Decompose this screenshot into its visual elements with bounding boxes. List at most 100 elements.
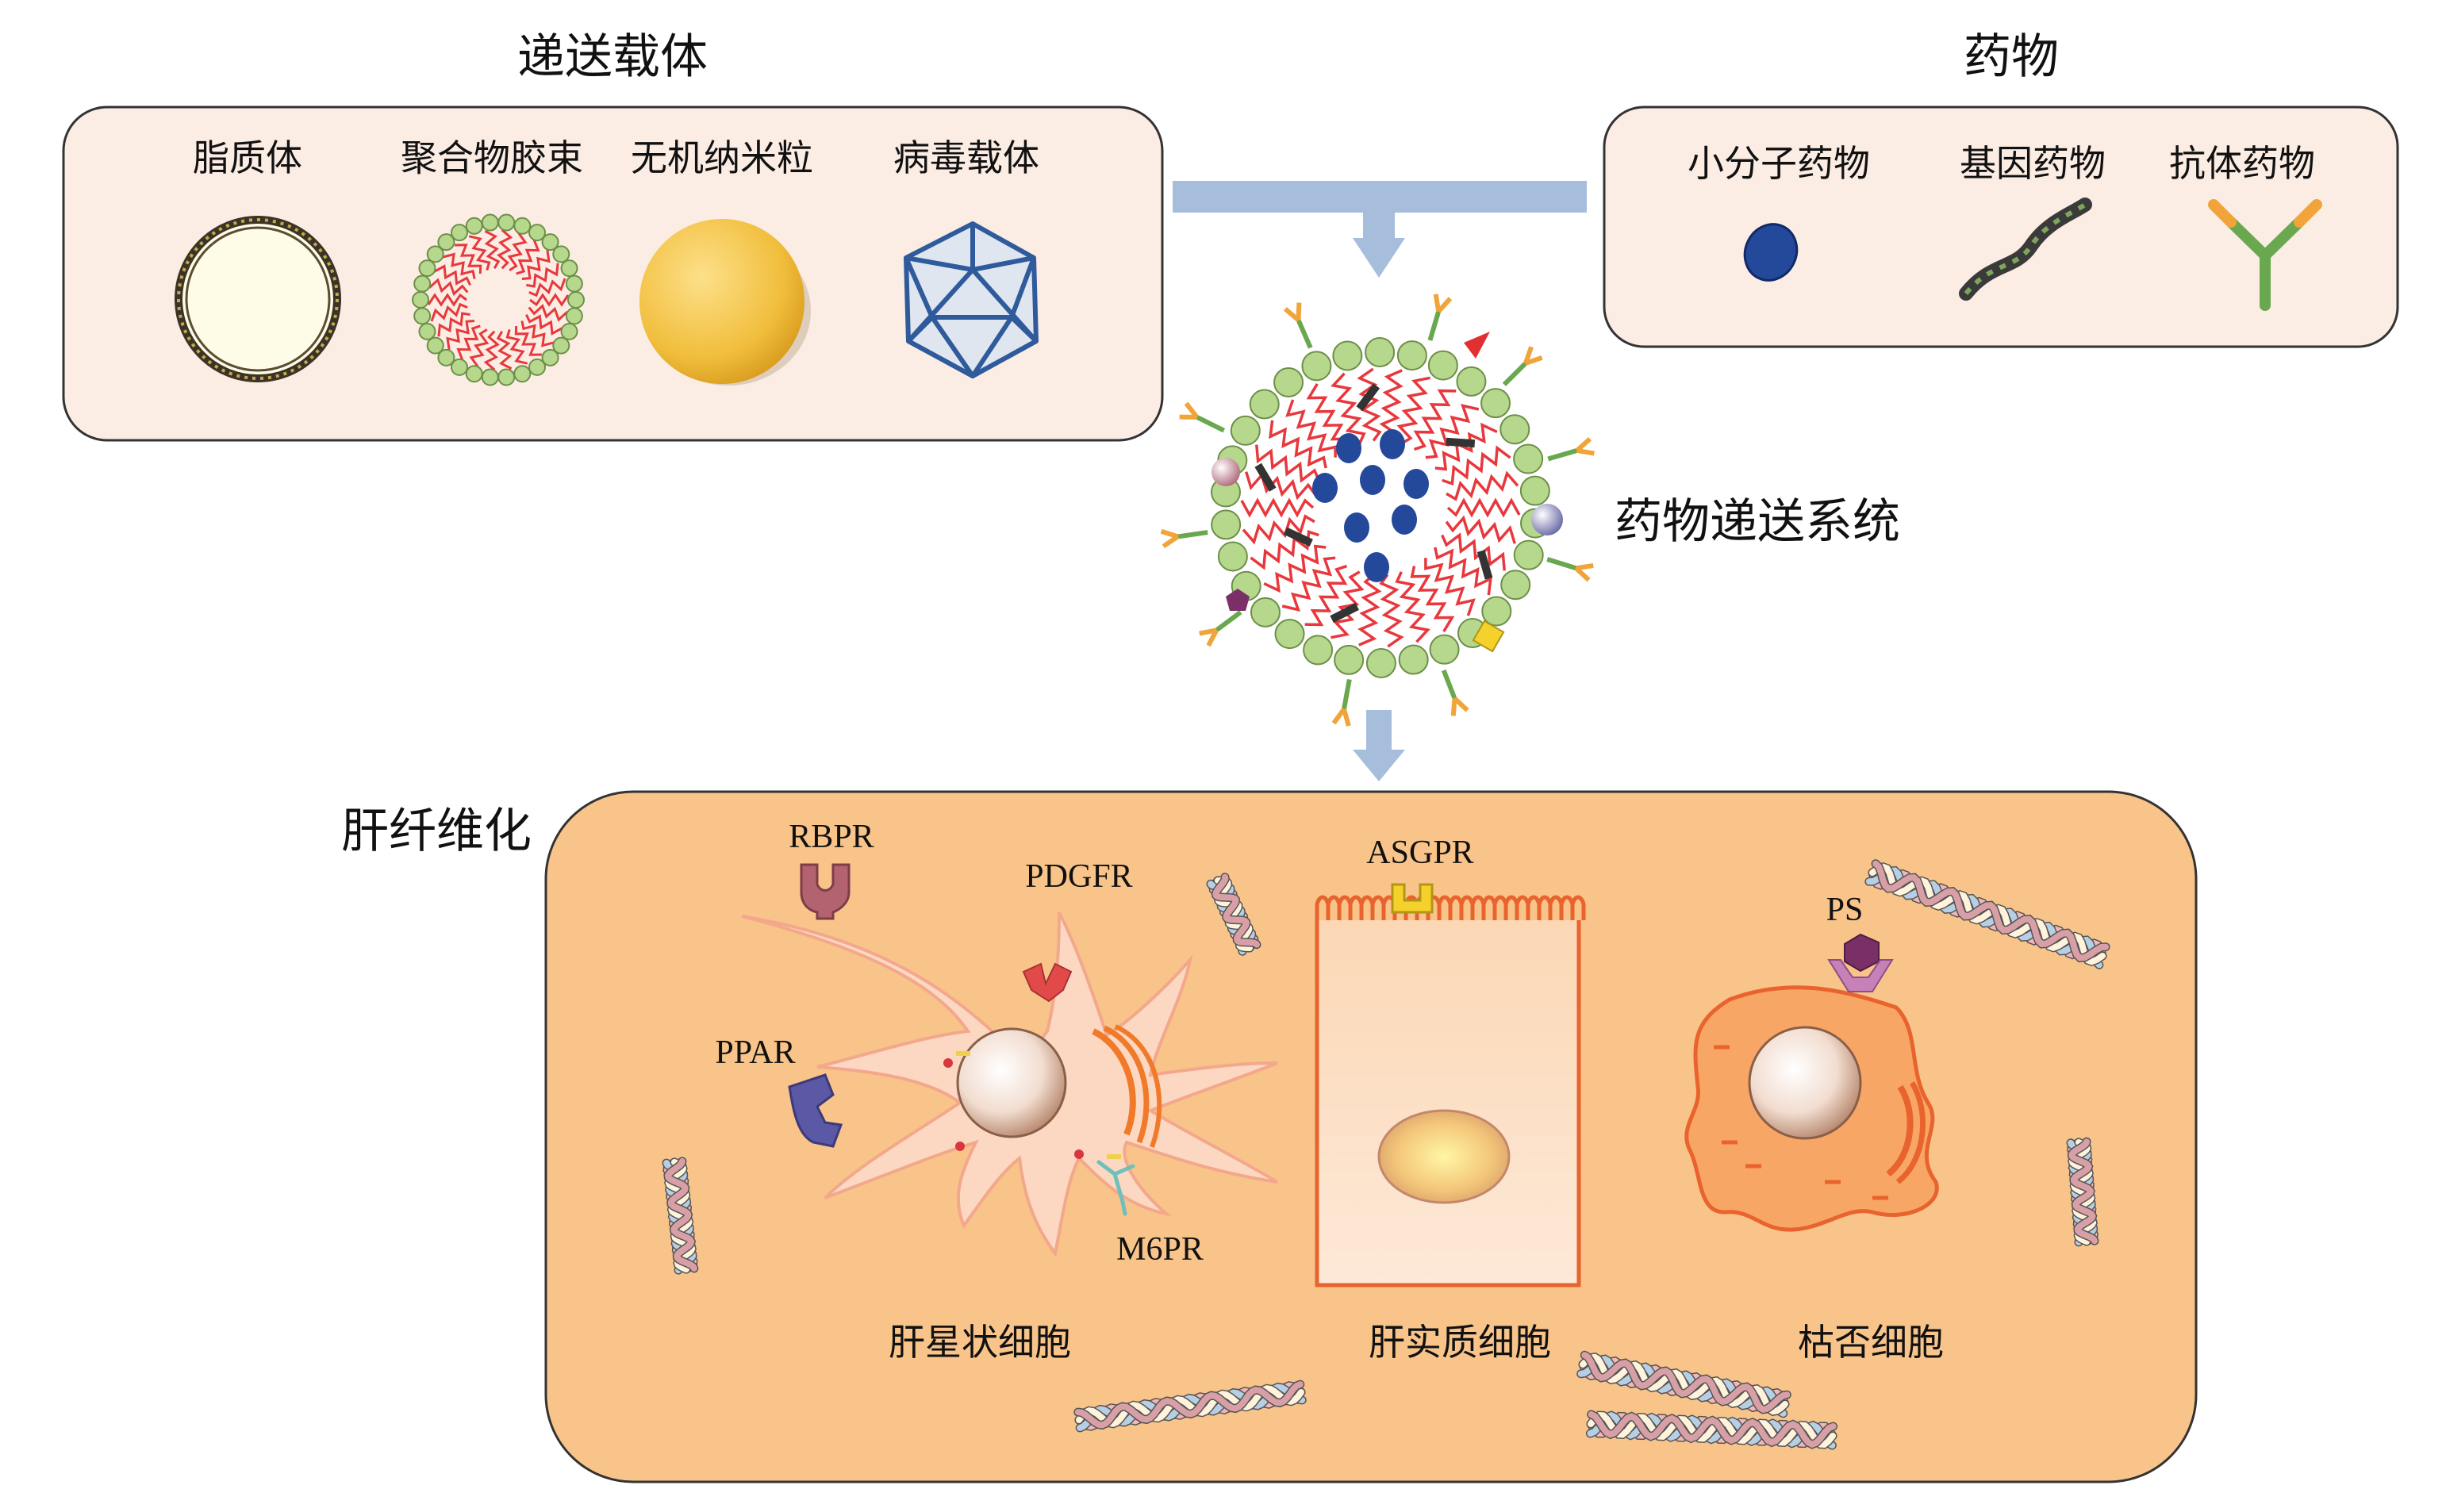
dds-ligand-sphere: [1211, 458, 1240, 486]
micelle-bead: [419, 260, 435, 276]
dds-bead: [1251, 598, 1280, 627]
dds-antibody-arm: [1577, 451, 1595, 454]
dds-antibody-stem: [1299, 320, 1311, 348]
dds-chain: [1400, 378, 1430, 443]
dds-chain: [1246, 472, 1315, 497]
carrier-label-virus: 病毒载体: [893, 136, 1039, 179]
micelle-bead: [562, 260, 578, 276]
receptor-label-ps: PS: [1826, 892, 1864, 928]
dds-bead: [1501, 570, 1530, 599]
fibrosis-title: 肝纤维化: [341, 804, 532, 859]
dds-drug-molecule: [1364, 552, 1389, 582]
drug-label-small-molecule: 小分子药物: [1688, 142, 1870, 185]
dds-antibody-stem: [1344, 679, 1350, 708]
drug-label-antibody: 抗体药物: [2169, 142, 2315, 185]
dds-bead: [1219, 542, 1247, 570]
dds-chain: [1331, 572, 1361, 638]
dds-antibody-stem: [1504, 363, 1526, 385]
system-label: 药物递送系统: [1615, 494, 1900, 550]
dds-antibody-stem: [1547, 559, 1576, 568]
dds-antibody-stem: [1444, 670, 1455, 698]
dds-chain: [1242, 501, 1313, 515]
micelle-bead: [568, 292, 584, 308]
micelle-bead: [414, 276, 430, 292]
dds-bead: [1276, 620, 1304, 648]
dds-antibody-stem: [1548, 451, 1576, 459]
dds-chain: [1448, 501, 1519, 515]
dds-bead: [1430, 635, 1459, 664]
receptor-label-rbpr: RBPR: [789, 819, 874, 855]
dds-antibody-arm: [1162, 532, 1178, 537]
dds-bead: [1400, 646, 1428, 674]
carrier-label-inorganic: 无机纳米粒: [631, 136, 813, 179]
receptor-label-m6pr: M6PR: [1116, 1231, 1204, 1268]
dds-bead: [1334, 646, 1363, 674]
micelle-bead: [514, 218, 530, 234]
dds-bead: [1367, 649, 1396, 677]
kupffer-cell: [1687, 988, 1937, 1230]
cell-label-kupffer: 枯否细胞: [1798, 1321, 1944, 1364]
dds-drug-molecule: [1380, 429, 1405, 459]
cell-label-stellate: 肝星状细胞: [889, 1321, 1071, 1364]
drug-label-gene: 基因药物: [1960, 142, 2106, 185]
dds-pdgfr-ligand: [1464, 332, 1490, 359]
micelle-bead: [562, 324, 578, 340]
dds-drug-molecule: [1344, 512, 1369, 543]
micelle-bead: [467, 218, 482, 234]
dds-bead: [1333, 341, 1361, 370]
dds-bead: [1429, 351, 1457, 380]
dds-antibody-arm: [1576, 568, 1588, 580]
dds-bead: [1514, 445, 1542, 474]
micelle-bead: [428, 338, 444, 354]
dds-antibody-arm: [1334, 709, 1344, 723]
drug-delivery-system: [1162, 294, 1595, 726]
dds-chain: [1264, 547, 1326, 591]
dds-bead: [1515, 541, 1543, 570]
micelle-bead: [498, 215, 514, 231]
dds-bead: [1365, 338, 1394, 366]
carrier-title: 递送载体: [517, 29, 708, 85]
micelle-bead: [451, 224, 467, 240]
hepatocyte: [1317, 897, 1584, 1285]
dds-bead: [1211, 510, 1240, 539]
dds-antibody-stem: [1197, 417, 1224, 431]
cell-label-hepatocyte: 肝实质细胞: [1369, 1321, 1551, 1364]
dds-chain: [1381, 575, 1401, 647]
merge-arrow: [1173, 181, 1587, 278]
micelle-bead: [467, 366, 482, 382]
receptor-label-pdgfr: PDGFR: [1025, 858, 1132, 895]
dds-bead: [1250, 390, 1279, 419]
dds-chain: [1359, 575, 1379, 646]
receptor-label-ppar: PPAR: [715, 1034, 795, 1071]
dds-bead: [1521, 477, 1549, 505]
dds-antibody-stem: [1216, 612, 1240, 631]
micelle-bead: [482, 215, 498, 231]
micelle-bead: [414, 308, 430, 324]
carrier-label-micelle: 聚合物胶束: [401, 136, 583, 179]
dds-bead: [1302, 351, 1331, 380]
micelle-bead: [498, 369, 514, 385]
dds-antibody-stem: [1430, 312, 1438, 340]
carrier-label-liposome: 脂质体: [193, 136, 302, 179]
dds-bead: [1481, 389, 1510, 417]
dds-drug-molecule: [1336, 433, 1361, 463]
dds-antibody-stem: [1178, 532, 1208, 536]
fibrosis-panel: 肝纤维化: [341, 792, 2196, 1482]
dds-drug-molecule: [1360, 465, 1385, 495]
dds-drug-molecule: [1392, 505, 1417, 535]
dds-chain: [1435, 425, 1497, 470]
receptor-label-asgpr: ASGPR: [1366, 835, 1473, 871]
dds-bead: [1274, 368, 1303, 397]
drug-title: 药物: [1964, 29, 2059, 85]
dds-bead: [1500, 415, 1529, 443]
micelle-bead: [529, 359, 545, 375]
dds-antibody-arm: [1453, 698, 1455, 716]
dds-antibody-arm: [1200, 630, 1217, 633]
dds-ligand-sphere: [1531, 504, 1563, 535]
dds-antibody-arm: [1299, 303, 1300, 320]
liposome-icon: [179, 220, 337, 378]
dds-antibody-arm: [1438, 298, 1450, 311]
micelle-bead: [419, 324, 435, 340]
